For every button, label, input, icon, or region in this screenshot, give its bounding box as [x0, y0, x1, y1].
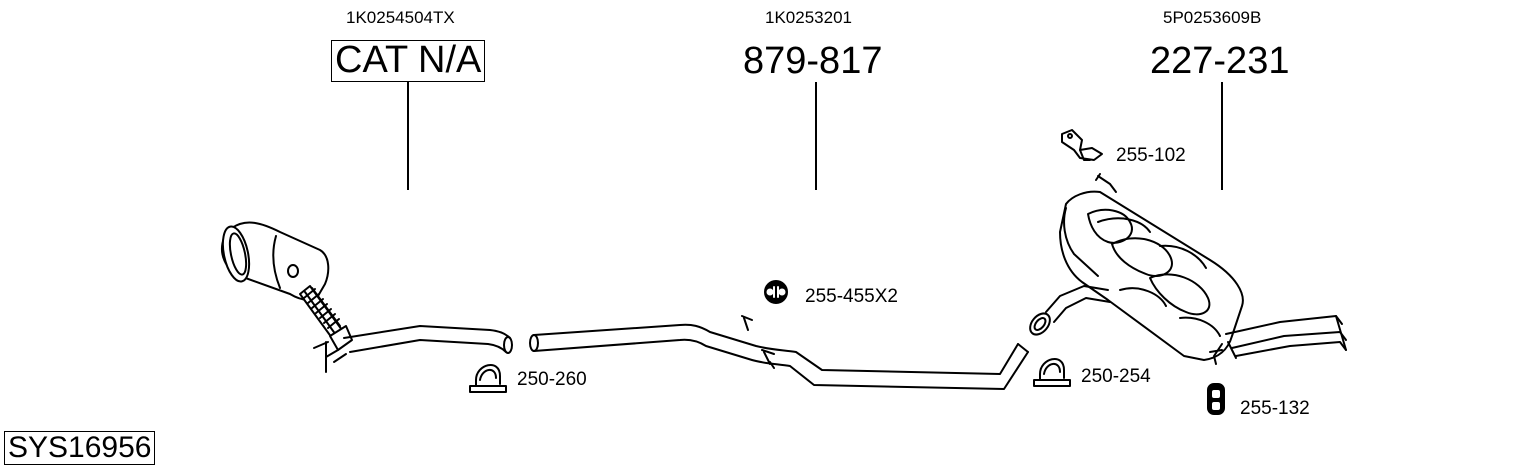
rear-silencer-drawing	[1029, 173, 1347, 365]
rubber-mount-255-132-drawing	[1207, 383, 1225, 415]
rear-silencer-leader-line	[1221, 82, 1223, 190]
rubber-mount-part-number-1: 255-455X2	[805, 286, 898, 307]
middle-pipe-oem-number: 1K0253201	[765, 8, 852, 27]
catalyst-leader-line	[407, 82, 409, 190]
bracket-255-102-drawing	[1061, 129, 1103, 161]
system-code: SYS16956	[4, 431, 156, 465]
middle-pipe-leader-line	[815, 82, 817, 190]
clamp-part-number-2: 250-254	[1081, 366, 1151, 387]
catalytic-converter-drawing	[221, 221, 513, 373]
clamp-part-number-1: 250-260	[517, 369, 587, 390]
rear-silencer-oem-number: 5P0253609B	[1163, 8, 1262, 27]
bracket-part-number: 255-102	[1116, 145, 1186, 166]
rear-silencer-part-number: 227-231	[1150, 40, 1290, 82]
middle-pipe-drawing	[529, 315, 1029, 390]
rubber-mount-255-455x2-drawing	[764, 280, 788, 304]
catalyst-part-number: CAT N/A	[331, 40, 486, 82]
rubber-mount-part-number-2: 255-132	[1240, 398, 1310, 419]
middle-pipe-part-number: 879-817	[743, 40, 883, 82]
clamp-250-254-drawing	[1033, 358, 1071, 387]
catalyst-oem-number: 1K0254504TX	[346, 8, 455, 27]
clamp-250-260-drawing	[469, 364, 507, 393]
